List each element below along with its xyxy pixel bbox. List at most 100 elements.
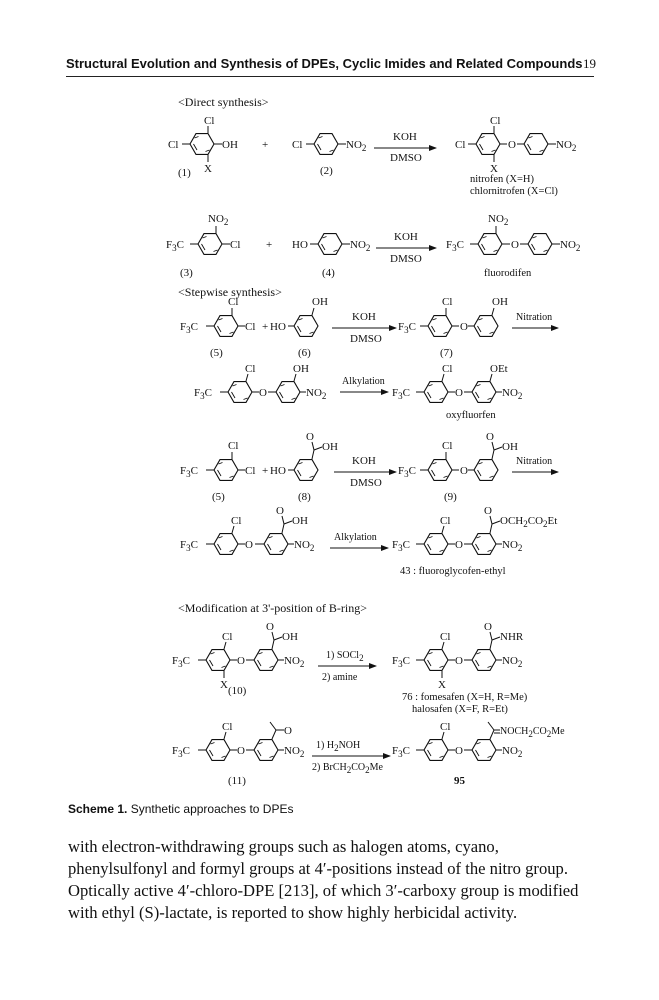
compound-9: F3C O Cl O OH (9) [398, 431, 518, 503]
svg-text:O: O [237, 655, 245, 667]
svg-text:F3C: F3C [392, 539, 410, 553]
svg-text:2) BrCH2CO2Me: 2) BrCH2CO2Me [312, 762, 384, 775]
svg-text:F3C: F3C [180, 465, 198, 479]
svg-text:OH: OH [322, 441, 338, 453]
svg-text:NO2: NO2 [294, 539, 314, 553]
compound-7: F3C O Cl OH (7) [398, 296, 508, 359]
svg-text:F3C: F3C [446, 239, 464, 253]
svg-text:+: + [262, 465, 268, 477]
svg-text:DMSO: DMSO [390, 152, 422, 164]
svg-text:F3C: F3C [392, 655, 410, 669]
svg-text:NO2: NO2 [502, 655, 522, 669]
svg-text:Cl: Cl [440, 515, 450, 527]
svg-text:OH: OH [492, 296, 508, 308]
section-direct: <Direct synthesis> [178, 95, 269, 109]
svg-text:F3C: F3C [180, 539, 198, 553]
svg-text:OH: OH [293, 363, 309, 375]
svg-text:OH: OH [222, 139, 238, 151]
svg-text:DMSO: DMSO [350, 333, 382, 345]
svg-text:F3C: F3C [172, 745, 190, 759]
paragraph-line: with electron-withdrawing groups such as… [68, 837, 499, 856]
svg-text:Cl: Cl [455, 139, 465, 151]
svg-text:(5): (5) [210, 347, 223, 359]
svg-text:+: + [262, 321, 268, 333]
section-modification: <Modification at 3'-position of B-ring> [178, 601, 367, 615]
paragraph-line: phenylsulfonyl and formyl groups at 4′-p… [68, 859, 568, 878]
svg-text:+: + [262, 139, 268, 151]
running-header: Structural Evolution and Synthesis of DP… [66, 56, 596, 74]
svg-text:X: X [438, 679, 446, 691]
svg-text:nitrofen (X=H): nitrofen (X=H) [470, 174, 534, 185]
svg-text:HO: HO [270, 321, 286, 333]
compound-10: F3C O Cl O OH NO2 X (10) [172, 621, 304, 697]
svg-text:O: O [455, 539, 463, 551]
svg-text:(11): (11) [228, 775, 246, 787]
svg-text:X: X [220, 679, 228, 691]
svg-text:O: O [237, 745, 245, 757]
svg-text:2) amine: 2) amine [322, 672, 358, 683]
svg-text:(9): (9) [444, 491, 457, 503]
svg-text:O: O [460, 321, 468, 333]
svg-text:oxyfluorfen: oxyfluorfen [446, 410, 496, 421]
caption-label: Scheme 1. [68, 802, 128, 816]
svg-text:NO2: NO2 [556, 139, 576, 153]
caption-text: Synthetic approaches to DPEs [130, 802, 294, 816]
svg-text:DMSO: DMSO [350, 477, 382, 489]
svg-text:Cl: Cl [168, 139, 178, 151]
compound-6: HO OH (6) [270, 296, 328, 359]
product-95: F3C O Cl NOCH2CO2Me NO2 95 [392, 721, 565, 787]
svg-text:NO2: NO2 [306, 387, 326, 401]
compound-5b: F3C Cl Cl (5) [180, 440, 255, 503]
svg-text:NO2: NO2 [208, 213, 228, 227]
svg-text:OH: OH [502, 441, 518, 453]
svg-text:NO2: NO2 [502, 387, 522, 401]
svg-text:O: O [508, 139, 516, 151]
svg-text:NO2: NO2 [284, 745, 304, 759]
svg-text:O: O [460, 465, 468, 477]
body-paragraph: with electron-withdrawing groups such as… [68, 836, 594, 924]
svg-text:O: O [511, 239, 519, 251]
svg-text:Cl: Cl [222, 631, 232, 643]
svg-text:F3C: F3C [398, 321, 416, 335]
svg-text:F3C: F3C [398, 465, 416, 479]
svg-text:O: O [245, 539, 253, 551]
svg-text:HO: HO [292, 239, 308, 251]
svg-text:O: O [455, 745, 463, 757]
svg-text:Cl: Cl [440, 631, 450, 643]
svg-text:Nitration: Nitration [516, 456, 552, 467]
svg-text:halosafen (X=F, R=Et): halosafen (X=F, R=Et) [412, 704, 508, 715]
svg-text:F3C: F3C [180, 321, 198, 335]
svg-text:Cl: Cl [292, 139, 302, 151]
svg-text:OH: OH [292, 515, 308, 527]
svg-text:OH: OH [282, 631, 298, 643]
nitro-acid-intermediate: F3C O Cl O OH NO2 [180, 505, 314, 555]
svg-text:X: X [490, 163, 498, 175]
svg-text:O: O [455, 655, 463, 667]
svg-text:O: O [276, 505, 284, 517]
svg-text:F3C: F3C [172, 655, 190, 669]
svg-text:Cl: Cl [245, 321, 255, 333]
svg-text:DMSO: DMSO [390, 253, 422, 265]
svg-text:F3C: F3C [166, 239, 184, 253]
svg-text:NOCH2CO2Me: NOCH2CO2Me [500, 726, 565, 739]
svg-text:(2): (2) [320, 165, 333, 177]
svg-text:OH: OH [312, 296, 328, 308]
svg-text:(3): (3) [180, 267, 193, 279]
svg-text:1) SOCl2: 1) SOCl2 [326, 650, 364, 663]
svg-text:95: 95 [454, 775, 466, 787]
svg-text:+: + [266, 239, 272, 251]
svg-text:OEt: OEt [490, 363, 508, 375]
compound-8: HO O OH (8) [270, 431, 338, 503]
svg-text:Cl: Cl [230, 239, 240, 251]
svg-text:Cl: Cl [231, 515, 241, 527]
svg-text:(6): (6) [298, 347, 311, 359]
svg-text:F3C: F3C [392, 387, 410, 401]
svg-text:76 : fomesafen (X=H, R=Me): 76 : fomesafen (X=H, R=Me) [402, 692, 528, 703]
svg-text:NO2: NO2 [488, 213, 508, 227]
svg-text:Cl: Cl [442, 440, 452, 452]
svg-text:KOH: KOH [352, 455, 376, 467]
svg-text:X: X [204, 163, 212, 175]
svg-text:chlornitrofen (X=Cl): chlornitrofen (X=Cl) [470, 186, 558, 197]
svg-text:NO2: NO2 [350, 239, 370, 253]
header-title: Structural Evolution and Synthesis of DP… [66, 56, 583, 71]
